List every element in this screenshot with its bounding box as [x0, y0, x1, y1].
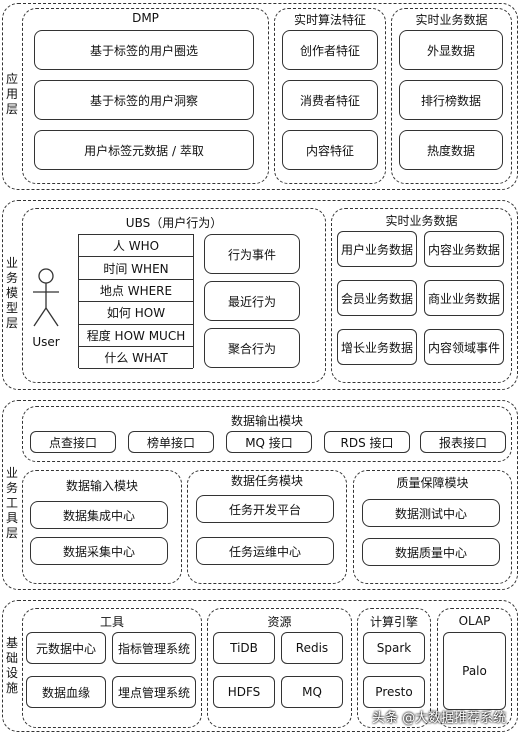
watermark-text: 头条 @大数据推荐系统 [372, 711, 507, 726]
infra-data-lineage: 数据血缘 [26, 676, 106, 708]
dmp-item-3: 用户标签元数据 / 萃取 [34, 130, 254, 170]
group-title-realtime-algo: 实时算法特征 [293, 13, 366, 27]
group-title-data-input: 数据输入模块 [65, 479, 138, 493]
algo-item-1: 创作者特征 [282, 30, 378, 70]
group-title-data-output: 数据输出模块 [230, 414, 303, 428]
group-realtime-biz-data-app [391, 8, 512, 184]
bizapp-item-2: 排行榜数据 [399, 80, 503, 120]
group-title-ubs: UBS（用户行为） [125, 216, 223, 230]
task-ops-center: 任务运维中心 [196, 537, 334, 565]
bizapp-item-1: 外显数据 [399, 30, 503, 70]
resource-redis: Redis [281, 632, 343, 664]
task-dev-platform: 任务开发平台 [196, 495, 334, 523]
bizmodel-item-user: 用户业务数据 [337, 231, 417, 267]
group-ubs [22, 208, 326, 383]
layer-business-model [2, 200, 518, 390]
bizmodel-item-growth: 增长业务数据 [337, 329, 417, 365]
dmp-item-1: 基于标签的用户圈选 [34, 30, 254, 70]
group-data-input [22, 470, 182, 584]
bizmodel-item-member: 会员业务数据 [337, 280, 417, 316]
group-olap [437, 608, 512, 728]
olap-palo: Palo [443, 632, 506, 710]
bizmodel-item-commerce: 商业业务数据 [424, 280, 504, 316]
layer-infrastructure [2, 600, 518, 732]
group-infra-resources [207, 608, 352, 728]
output-rds-api: RDS 接口 [324, 431, 410, 453]
group-title-dmp: DMP [132, 11, 159, 25]
group-title-data-task: 数据任务模块 [230, 474, 303, 488]
ubs-row-what: 什么 WHAT [79, 347, 193, 370]
user-stick-figure-icon [33, 268, 59, 327]
group-dmp [22, 8, 269, 184]
ubs-row-who: 人 WHO [79, 235, 193, 258]
group-title-infra-resources: 资源 [267, 615, 292, 629]
quality-data-center: 数据质量中心 [362, 538, 500, 566]
layer-application [2, 3, 518, 190]
algo-item-2: 消费者特征 [282, 80, 378, 120]
layer-label-business-tools: 业务工具层 [5, 466, 18, 540]
bizapp-item-3: 热度数据 [399, 130, 503, 170]
infra-tracking-management: 埋点管理系统 [112, 676, 196, 708]
infra-metadata-center: 元数据中心 [26, 632, 106, 664]
layer-label-infrastructure: 基础设施 [5, 636, 18, 695]
group-quality-assurance [353, 470, 512, 584]
group-title-realtime-biz-app: 实时业务数据 [415, 13, 488, 27]
bizmodel-item-content-domain-events: 内容领域事件 [424, 329, 504, 365]
group-title-infra-tools: 工具 [99, 615, 124, 629]
group-data-task [187, 470, 347, 584]
ubs-row-where: 地点 WHERE [79, 280, 193, 303]
ubs-row-how-much: 程度 HOW MUCH [79, 325, 193, 347]
group-data-output [22, 406, 512, 462]
input-integration-center: 数据集成中心 [30, 501, 168, 529]
group-title-compute-engine: 计算引擎 [369, 615, 418, 629]
resource-mq: MQ [281, 676, 343, 708]
ubs-row-when: 时间 WHEN [79, 257, 193, 280]
group-realtime-biz-data-model [331, 208, 512, 383]
output-ranking-api: 榜单接口 [128, 431, 214, 453]
output-mq-api: MQ 接口 [226, 431, 312, 453]
resource-tidb: TiDB [213, 632, 275, 664]
input-collection-center: 数据采集中心 [30, 537, 168, 565]
ubs-attributes-table: 人 WHO 时间 WHEN 地点 WHERE 如何 HOW 程度 HOW MUC… [78, 234, 194, 370]
infra-metric-management: 指标管理系统 [112, 632, 196, 664]
layer-label-business-model: 业务模型层 [5, 256, 18, 330]
compute-spark: Spark [363, 632, 425, 664]
dmp-item-2: 基于标签的用户洞察 [34, 80, 254, 120]
group-compute-engine [357, 608, 431, 728]
ubs-action-recent: 最近行为 [204, 281, 300, 321]
resource-hdfs: HDFS [213, 676, 275, 708]
group-title-olap: OLAP [458, 614, 491, 628]
algo-item-3: 内容特征 [282, 130, 378, 170]
bizmodel-item-content: 内容业务数据 [424, 231, 504, 267]
output-report-api: 报表接口 [420, 431, 506, 453]
layer-label-application: 应用层 [5, 72, 18, 116]
group-infra-tools [22, 608, 202, 728]
group-realtime-algo-features [274, 8, 386, 184]
group-title-quality: 质量保障模块 [396, 476, 469, 490]
output-point-query-api: 点查接口 [30, 431, 116, 453]
group-title-realtime-biz-model: 实时业务数据 [385, 214, 458, 228]
compute-presto: Presto [363, 676, 425, 708]
ubs-action-aggregate: 聚合行为 [204, 328, 300, 368]
quality-test-center: 数据测试中心 [362, 499, 500, 527]
ubs-row-how: 如何 HOW [79, 302, 193, 325]
layer-business-tools [2, 400, 518, 590]
user-label: User [32, 335, 60, 349]
ubs-action-events: 行为事件 [204, 234, 300, 274]
